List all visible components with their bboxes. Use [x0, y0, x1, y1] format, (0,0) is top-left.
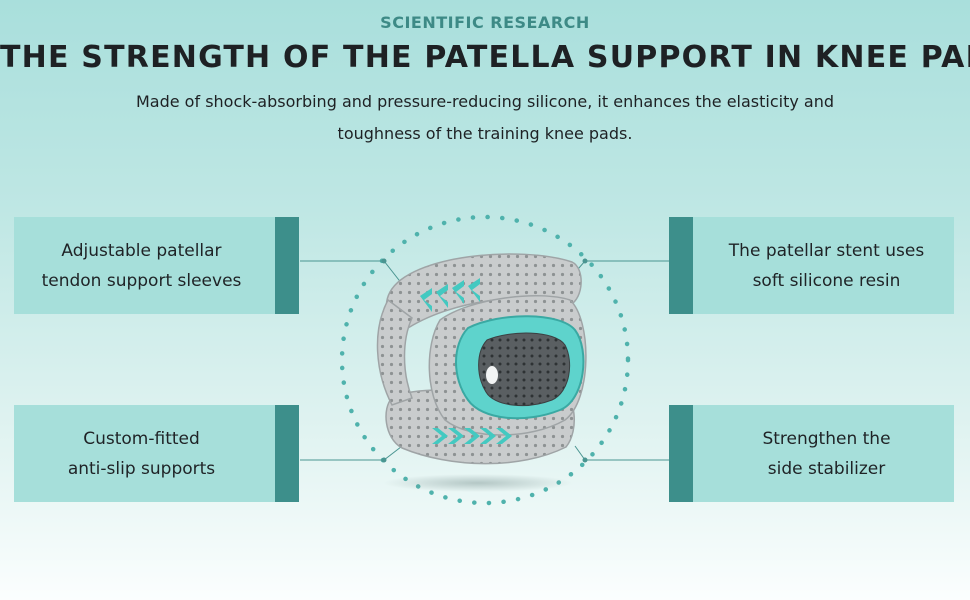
feature-card-tendon-sleeves: Adjustable patellar tendon support sleev…	[14, 217, 299, 314]
feature-label: Custom-fitted anti-slip supports	[67, 428, 216, 479]
feature-card-anti-slip: Custom-fitted anti-slip supports	[14, 405, 299, 502]
card-accent-bar	[669, 217, 693, 314]
feature-label: Adjustable patellar tendon support sleev…	[41, 240, 242, 291]
page-subtitle: Made of shock-absorbing and pressure-red…	[135, 92, 835, 143]
section-eyebrow: SCIENTIFIC RESEARCH	[380, 13, 590, 32]
feature-card-side-stabilizer: Strengthen the side stabilizer	[669, 405, 954, 502]
card-accent-bar	[669, 405, 693, 502]
card-accent-bar	[275, 405, 299, 502]
page-title: THE STRENGTH OF THE PATELLA SUPPORT IN K…	[0, 40, 970, 75]
feature-label: Strengthen the side stabilizer	[762, 428, 891, 479]
feature-card-silicone-stent: The patellar stent uses soft silicone re…	[669, 217, 954, 314]
card-accent-bar	[275, 217, 299, 314]
connector-dots	[381, 258, 588, 463]
feature-label: The patellar stent uses soft silicone re…	[728, 240, 925, 291]
dotted-ring	[339, 214, 631, 506]
knee-pad-product-icon	[376, 253, 587, 465]
